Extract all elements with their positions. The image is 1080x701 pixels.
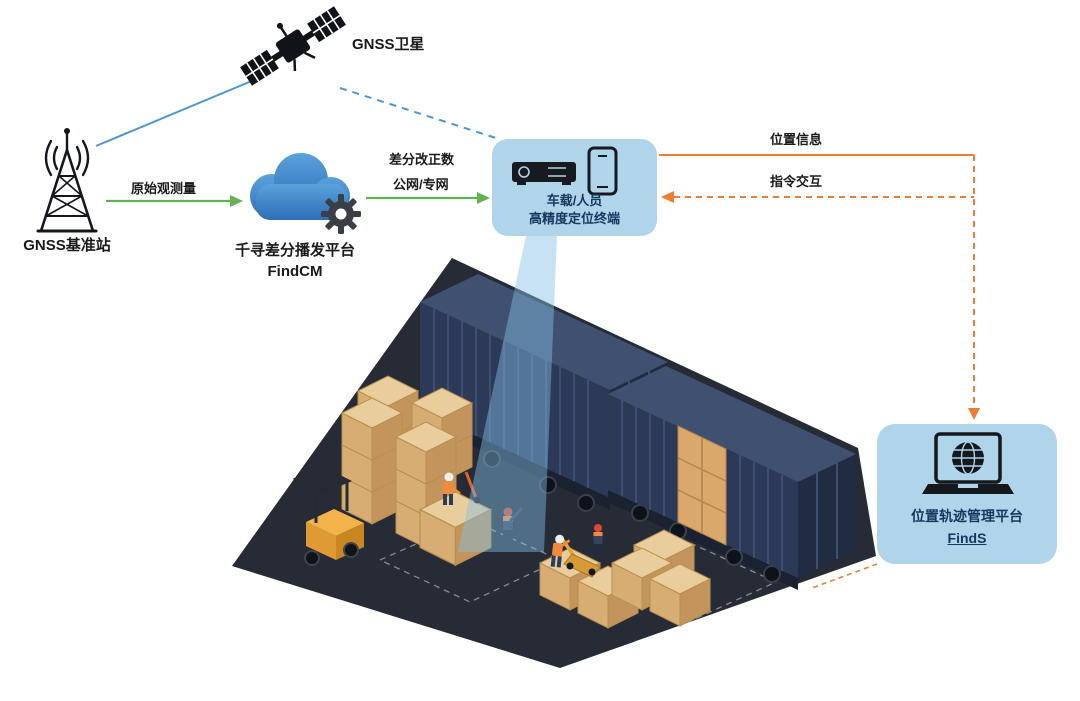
radio-tower-icon [36, 128, 98, 233]
terminal-label-line1: 车载/人员 [546, 193, 603, 208]
satellite-label: GNSS卫星 [352, 36, 425, 53]
link-satellite-to-terminal [339, 87, 497, 139]
gear-icon [321, 194, 361, 234]
platform-label: 位置轨迹管理平台 [911, 508, 1023, 524]
terminal-label-line2: 高精度定位终端 [528, 211, 620, 226]
forklift [293, 475, 364, 571]
worker-figure [593, 524, 603, 554]
cloud-platform-product-label: FindCM [267, 263, 323, 280]
cloud-gear-icon [250, 153, 361, 234]
worker-figure [443, 472, 461, 505]
link-satellite-to-station [95, 79, 255, 147]
worker-figure [503, 507, 523, 541]
link-position-info [659, 154, 980, 420]
smartphone-icon [587, 146, 618, 196]
positioning-beam [458, 236, 557, 552]
worker-figure [550, 534, 570, 568]
command-exchange-label: 指令交互 [770, 174, 823, 189]
laptop-globe-icon [922, 432, 1014, 494]
cloud-platform-label: 千寻差分播发平台 [234, 242, 355, 259]
container-b [608, 366, 856, 590]
corrections-label-line1: 差分改正数 [389, 152, 455, 167]
position-info-label: 位置信息 [770, 132, 823, 147]
corrections-label-line2: 公网/专网 [393, 177, 449, 192]
raw-observation-label: 原始观测量 [131, 181, 197, 196]
warehouse-scene [232, 258, 876, 668]
link-platform-to-scene [811, 563, 878, 589]
terminal-panel [492, 139, 657, 236]
link-raw-observation [106, 195, 243, 207]
globe-icon [952, 441, 984, 475]
link-command-exchange [661, 191, 974, 203]
hand-truck [464, 471, 481, 504]
platform-product-label: FindS [947, 530, 987, 546]
satellite-icon [240, 6, 346, 86]
receiver-icon [512, 162, 576, 185]
link-corrections [366, 192, 490, 204]
base-station-label: GNSS基准站 [23, 237, 111, 254]
